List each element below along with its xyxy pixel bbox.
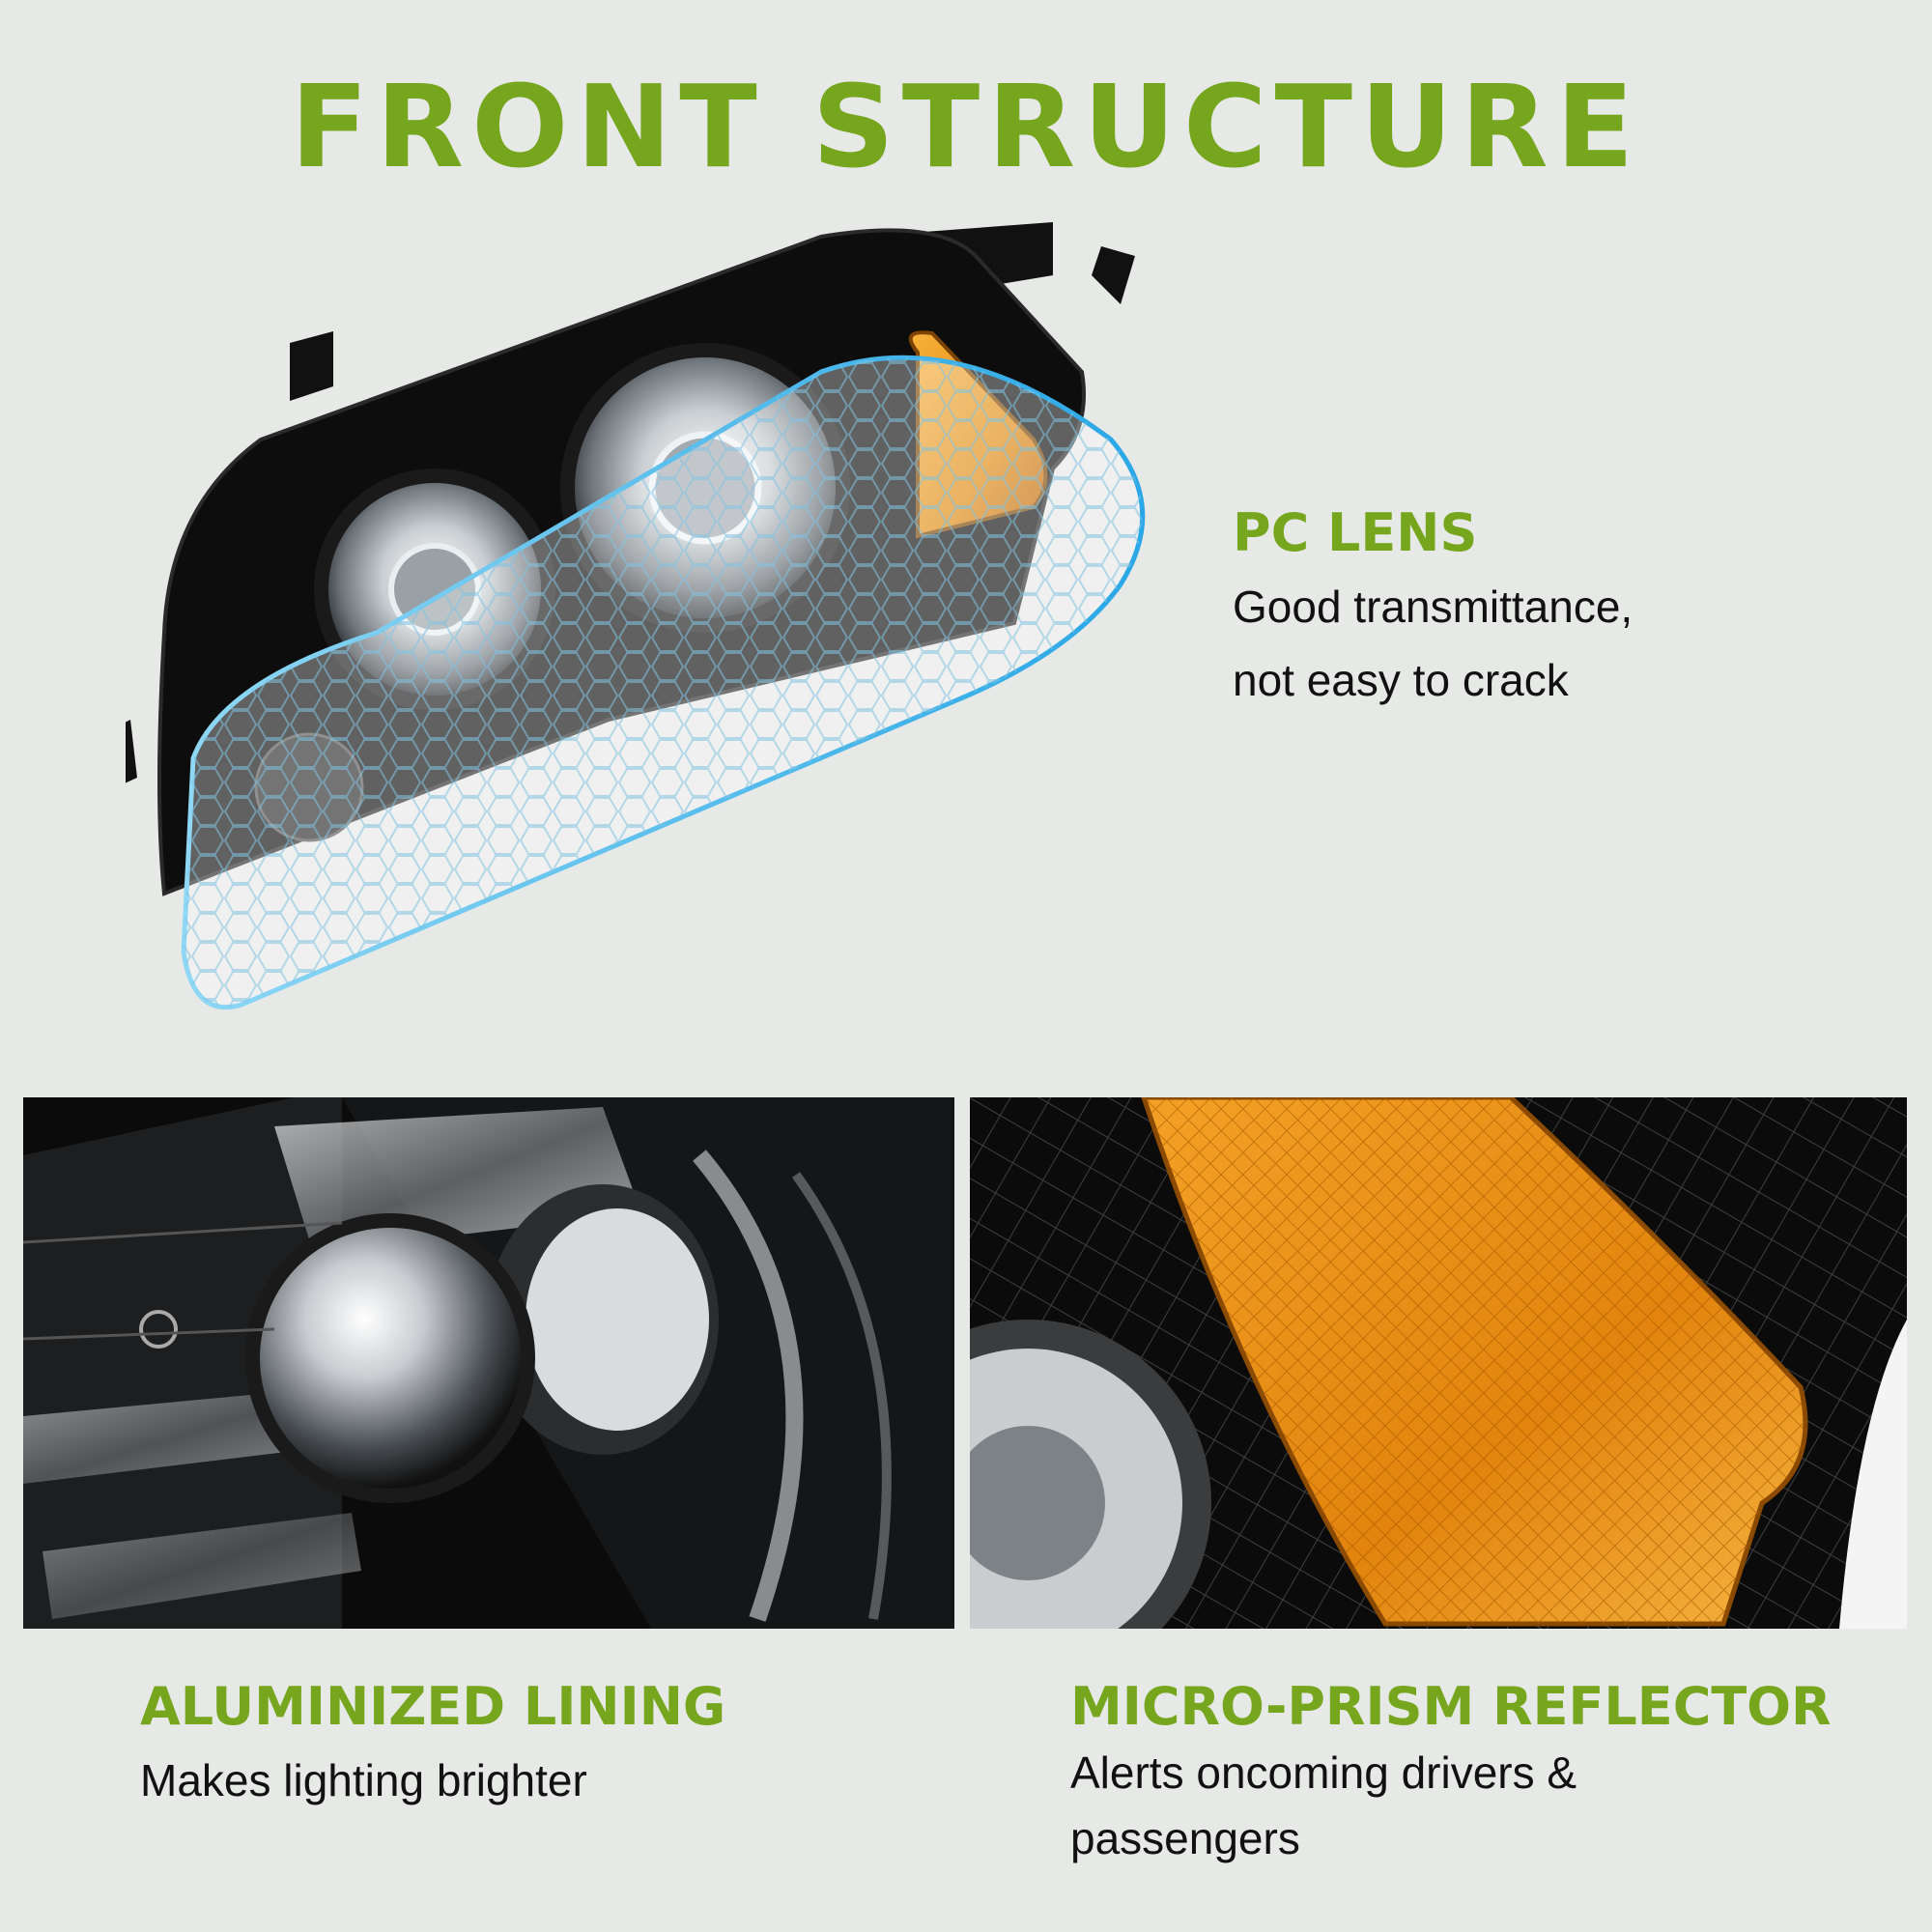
aluminized-lining-desc: Makes lighting brighter [140,1755,587,1805]
micro-prism-title: MICRO-PRISM REFLECTOR [1070,1676,1832,1737]
micro-prism-desc-line-2: passengers [1070,1813,1300,1863]
micro-prism-desc-line-1: Alerts oncoming drivers & [1070,1747,1577,1798]
pc-lens-feature: PC LENS Good transmittance, not easy to … [1233,502,1851,710]
aluminized-lining-feature: ALUMINIZED LINING Makes lighting brighte… [140,1676,913,1810]
projector-lens [260,1228,521,1489]
lens-hex-pattern [184,357,1143,1008]
pc-lens-desc-line-1: Good transmittance, [1233,582,1634,632]
mount-tab-left [290,331,333,401]
pc-lens-title: PC LENS [1233,502,1478,563]
micro-prism-feature: MICRO-PRISM REFLECTOR Alerts oncoming dr… [1070,1676,1901,1868]
pc-lens-desc-line-2: not easy to crack [1233,655,1569,705]
reflector-closeup-image [970,1097,1907,1629]
headlight-assembly-image [126,222,1146,1010]
page-title: FRONT STRUCTURE [290,60,1642,193]
projector-closeup-image [23,1097,954,1629]
mount-tab-right [1092,246,1135,304]
aluminized-lining-title: ALUMINIZED LINING [140,1676,726,1737]
